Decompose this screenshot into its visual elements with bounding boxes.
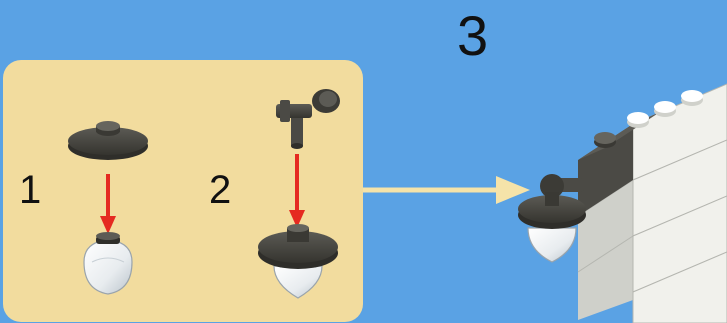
lamp-globe-icon: [83, 232, 133, 295]
wall-icon: [518, 83, 727, 323]
substep-2-number: 2: [209, 168, 232, 212]
callout-arrow-icon: [363, 176, 530, 204]
arrow-down-icon: [100, 174, 116, 234]
bracket-icon: [276, 89, 340, 149]
arrow-down-icon: [289, 154, 305, 228]
substep-1-number: 1: [19, 168, 42, 212]
lamp-assembly-icon: [258, 224, 338, 299]
main-step-number: 3: [457, 4, 489, 67]
round-plate-icon: [68, 121, 148, 160]
